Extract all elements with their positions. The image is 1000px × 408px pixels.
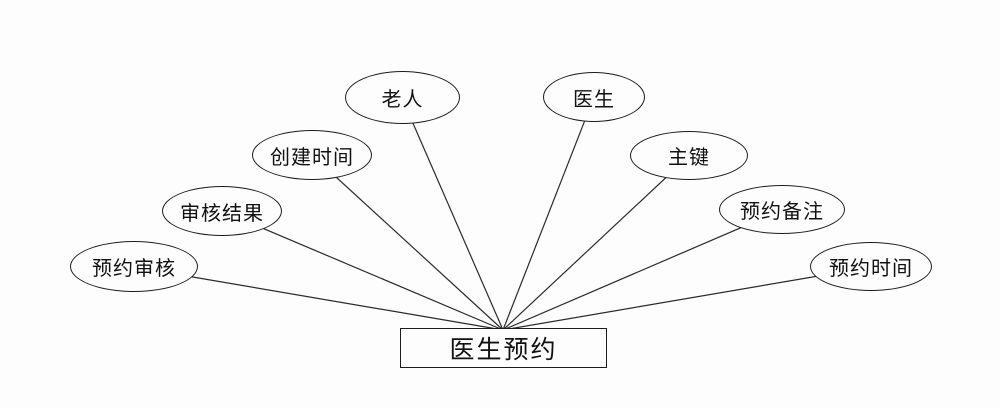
connector-line (502, 96, 595, 331)
attribute-ellipse-review-result: 审核结果 (162, 186, 282, 236)
attribute-label: 老人 (381, 89, 424, 111)
attribute-ellipse-elder: 老人 (345, 71, 460, 124)
attribute-ellipse-appointment-time: 预约时间 (810, 242, 932, 291)
attribute-label: 预约备注 (740, 201, 824, 223)
attribute-label: 预约时间 (829, 258, 913, 280)
attribute-label: 创建时间 (270, 146, 354, 169)
connector-line (221, 210, 504, 331)
attribute-label: 主键 (668, 147, 710, 169)
attribute-ellipse-appointment-review: 预约审核 (70, 241, 198, 292)
connector-line (502, 209, 783, 331)
connector-line (133, 266, 504, 331)
attribute-label: 审核结果 (180, 202, 264, 225)
attribute-ellipse-appointment-note: 预约备注 (719, 185, 845, 234)
attribute-ellipse-creation-time: 创建时间 (252, 130, 372, 180)
connector-line (502, 155, 690, 331)
connector-line (502, 266, 872, 331)
connector-line (401, 97, 504, 331)
entity-label: 医生预约 (449, 336, 558, 364)
entity-rectangle-doctor-appointment: 医生预约 (400, 328, 607, 368)
attribute-ellipse-doctor: 医生 (543, 72, 645, 122)
connector-line (311, 154, 504, 331)
attribute-ellipse-primary-key: 主键 (630, 131, 748, 180)
attribute-label: 预约审核 (92, 258, 176, 280)
attribute-label: 医生 (573, 88, 615, 111)
